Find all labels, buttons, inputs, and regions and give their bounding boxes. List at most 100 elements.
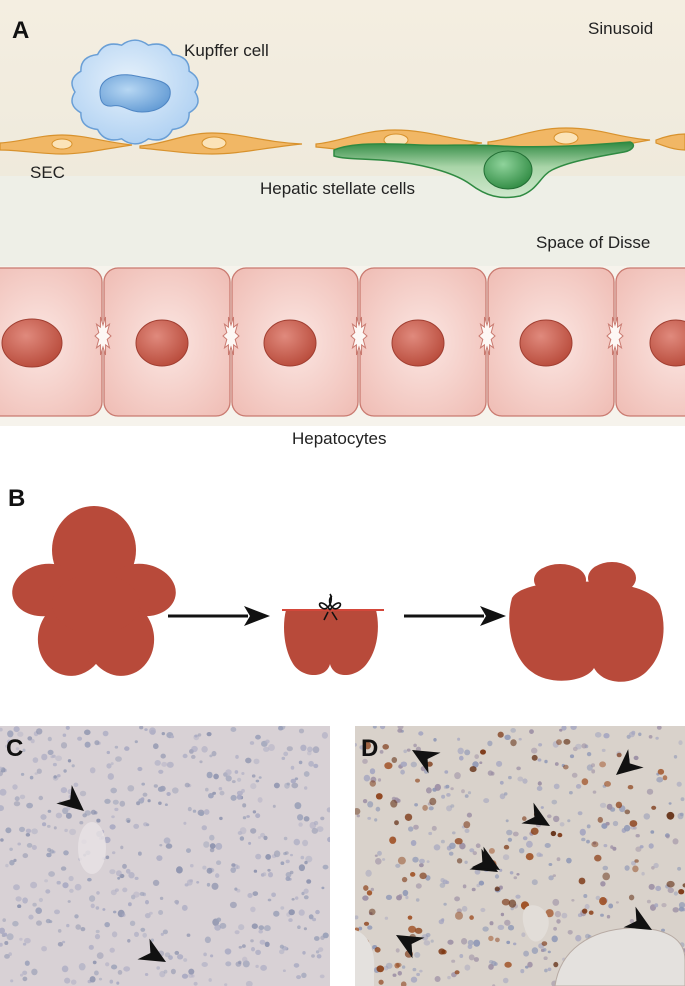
cell-nucleus: [297, 814, 304, 821]
cell-nucleus: [90, 809, 97, 815]
cell-nucleus: [588, 910, 594, 915]
cell-nucleus: [363, 774, 371, 782]
cell-nucleus: [594, 732, 602, 738]
cell-nucleus: [142, 932, 147, 938]
cell-nucleus: [258, 776, 262, 779]
cell-nucleus: [586, 824, 591, 829]
bile-canaliculus: [478, 316, 496, 356]
cell-nucleus: [57, 929, 62, 933]
cell-nucleus: [62, 940, 66, 944]
cell-nucleus: [583, 894, 588, 898]
cell-nucleus: [419, 872, 427, 880]
cell-nucleus: [623, 824, 631, 832]
cell-nucleus: [0, 770, 3, 777]
cell-nucleus: [501, 898, 510, 906]
cell-nucleus: [632, 865, 639, 873]
cell-nucleus: [15, 747, 20, 751]
panel-letter-a: A: [12, 17, 29, 44]
micrograph-d-arrowheads: [396, 749, 652, 959]
cell-nucleus: [648, 843, 654, 849]
cell-nucleus: [150, 729, 156, 735]
cell-nucleus: [507, 924, 515, 931]
cell-nucleus: [293, 963, 300, 968]
cell-nucleus: [678, 740, 683, 746]
cell-nucleus: [463, 821, 471, 829]
cell-nucleus: [289, 870, 294, 875]
cell-nucleus: [410, 761, 417, 768]
cell-nucleus: [47, 847, 52, 852]
cell-nucleus: [204, 936, 211, 944]
label-hepatic-stellate-cells: Hepatic stellate cells: [260, 179, 415, 198]
cell-nucleus: [52, 754, 56, 758]
cell-nucleus: [606, 914, 611, 919]
cell-nucleus: [32, 757, 39, 763]
cell-nucleus: [400, 769, 405, 775]
cell-nucleus: [255, 813, 261, 819]
cell-nucleus: [502, 854, 510, 861]
suture-knot-icon: [318, 593, 342, 621]
cell-nucleus: [166, 792, 171, 796]
cell-nucleus: [77, 736, 83, 741]
panel-b: B: [8, 485, 664, 682]
cell-nucleus: [122, 863, 127, 869]
cell-nucleus: [183, 821, 187, 825]
cell-nucleus: [304, 860, 308, 865]
cell-nucleus: [133, 891, 140, 898]
cell-nucleus: [211, 882, 219, 890]
cell-nucleus: [312, 917, 317, 922]
cell-nucleus: [212, 791, 217, 795]
cell-nucleus: [109, 947, 115, 953]
cell-nucleus: [372, 726, 377, 729]
cell-nucleus: [526, 840, 533, 848]
vessel: [355, 930, 375, 986]
cell-nucleus: [133, 823, 140, 829]
cell-nucleus: [283, 751, 289, 757]
cell-nucleus: [447, 975, 451, 980]
cell-nucleus: [290, 778, 296, 784]
bile-canaliculus: [94, 316, 112, 356]
cell-nucleus: [473, 939, 481, 947]
cell-nucleus: [122, 887, 128, 893]
cell-nucleus: [278, 726, 284, 731]
cell-nucleus: [53, 775, 57, 779]
cell-nucleus: [462, 884, 467, 889]
cell-nucleus: [12, 784, 18, 790]
cell-nucleus: [547, 814, 552, 819]
cell-nucleus: [400, 981, 407, 986]
cell-nucleus: [599, 761, 606, 768]
cell-nucleus: [8, 952, 12, 956]
cell-nucleus: [104, 798, 111, 804]
arrowhead-icon: [471, 846, 500, 870]
cell-nucleus: [109, 979, 114, 984]
cell-nucleus: [379, 750, 384, 754]
cell-nucleus: [655, 736, 659, 740]
cell-nucleus: [209, 843, 216, 849]
cell-nucleus: [134, 876, 139, 881]
cell-nucleus: [389, 836, 397, 844]
cell-nucleus: [635, 846, 642, 852]
cell-nucleus: [298, 909, 305, 916]
cell-nucleus: [467, 791, 472, 795]
panel-a: A Sinusoid Kupffer cell SEC Hepatic: [0, 0, 685, 448]
cell-nucleus: [553, 815, 560, 823]
cell-nucleus: [265, 854, 272, 860]
cell-nucleus: [403, 749, 408, 754]
cell-nucleus: [62, 882, 69, 889]
cell-nucleus: [6, 739, 12, 744]
cell-nucleus: [475, 843, 481, 848]
cell-nucleus: [201, 746, 208, 753]
cell-nucleus: [168, 955, 173, 960]
cell-nucleus: [298, 728, 305, 734]
cell-nucleus: [268, 872, 273, 878]
cell-nucleus: [288, 909, 295, 916]
cell-nucleus: [88, 944, 94, 950]
cell-nucleus: [14, 796, 20, 802]
cell-nucleus: [472, 851, 477, 856]
cell-nucleus: [47, 824, 51, 828]
cell-nucleus: [211, 750, 217, 757]
cell-nucleus: [191, 754, 196, 759]
cell-nucleus: [57, 942, 64, 947]
cell-nucleus: [512, 831, 519, 837]
cell-nucleus: [20, 772, 25, 776]
cell-nucleus: [375, 793, 383, 800]
